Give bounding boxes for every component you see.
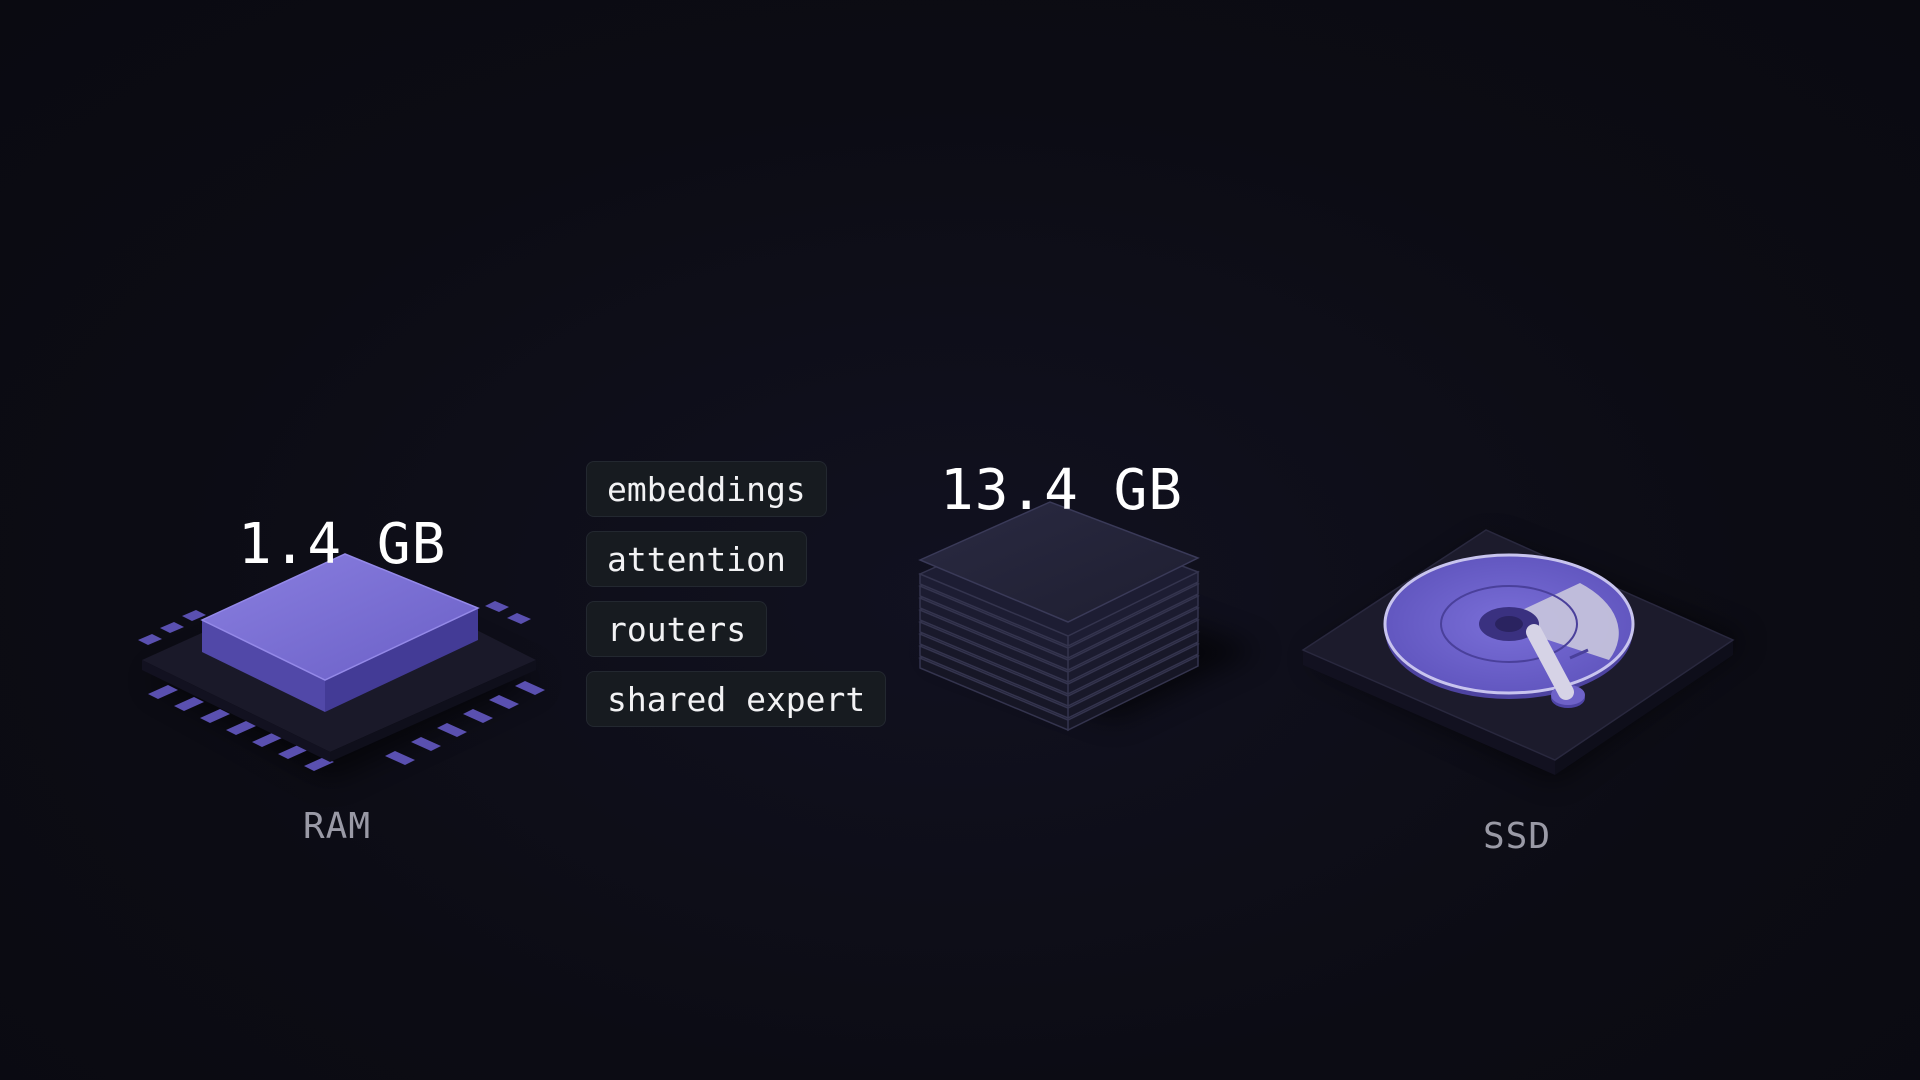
layer-chip-shared-expert: shared expert	[586, 671, 887, 727]
ssd-device-label: SSD	[1483, 816, 1552, 857]
experts-size-label: 13.4 GB	[940, 458, 1184, 523]
disk-drive-icon	[1301, 529, 1745, 780]
layer-chip-embeddings: embeddings	[586, 461, 827, 517]
model-layers-list: embeddings attention routers shared expe…	[586, 461, 887, 727]
ram-device-label: RAM	[303, 806, 372, 847]
ram-size-label: 1.4 GB	[238, 512, 447, 577]
layer-chip-attention: attention	[586, 531, 807, 587]
stacked-layers-icon	[918, 501, 1260, 732]
layer-chip-routers: routers	[586, 601, 768, 657]
memory-chip-icon	[138, 553, 545, 780]
